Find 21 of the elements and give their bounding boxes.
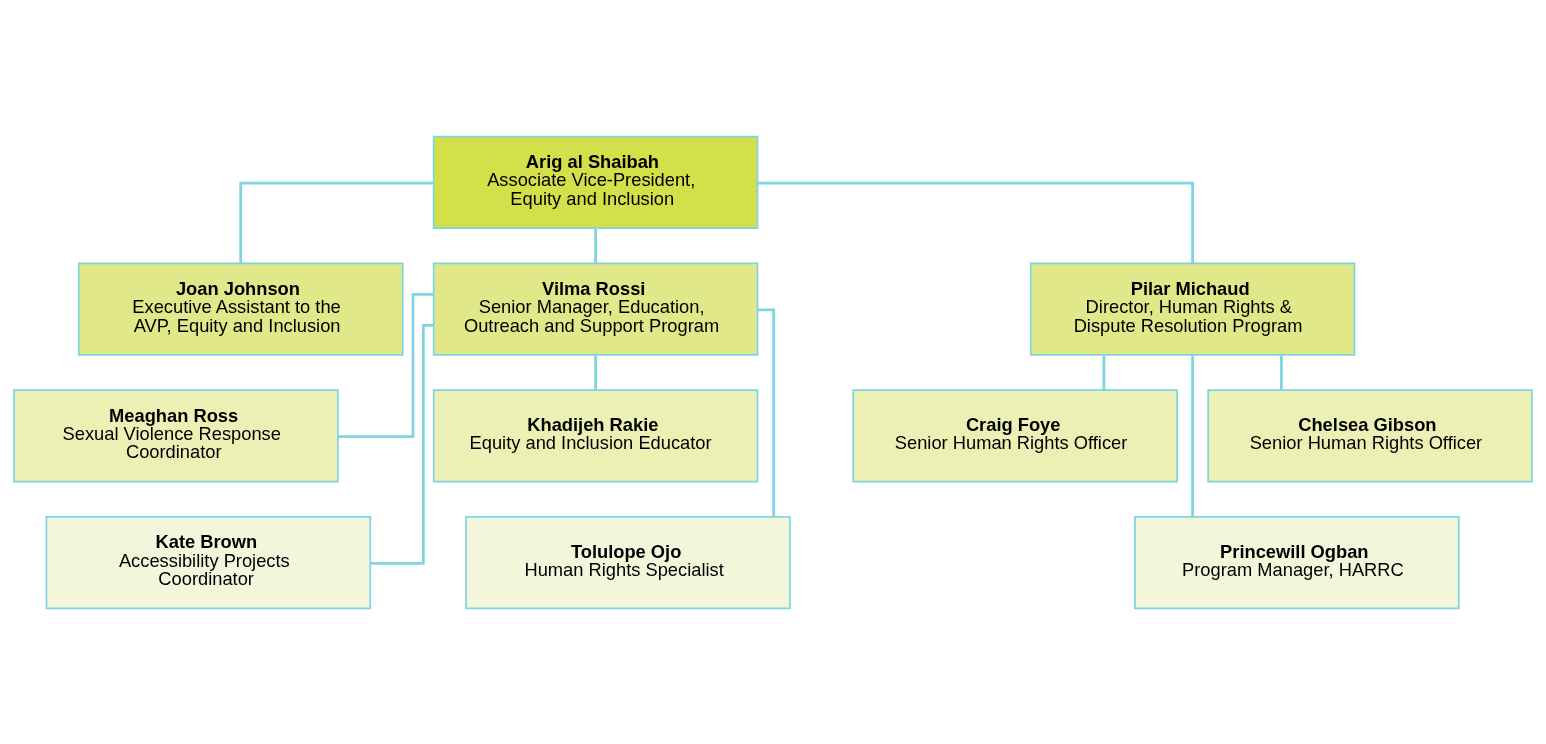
node-box: Pilar Michaud Director, Human Rights & Dispute Resolution Program bbox=[1029, 262, 1356, 356]
connector bbox=[594, 228, 597, 263]
connector bbox=[1279, 354, 1283, 390]
node-box: Princewill Ogban Program Manager, HARRC bbox=[1134, 515, 1460, 609]
connector bbox=[1102, 354, 1106, 390]
node-box: Meaghan Ross Sexual Violence Response Coordinator bbox=[13, 388, 339, 482]
node-box: Vilma Rossi Senior Manager, Education, Outreach and Support Program bbox=[432, 262, 759, 356]
node-box: Chelsea Gibson Senior Human Rights Officer bbox=[1207, 388, 1533, 482]
node-box: Kate Brown Accessibility Projects Coordinator bbox=[45, 515, 372, 609]
node-box: Craig Foye Senior Human Rights Officer bbox=[852, 388, 1178, 482]
node-box: Arig al Shaibah Associate Vice-President, Equity and Inclusion bbox=[432, 135, 759, 229]
connector bbox=[757, 181, 1195, 263]
connector bbox=[757, 307, 776, 517]
node-box: Joan Johnson Executive Assistant to the AVP, Equity and Inclusion bbox=[77, 262, 404, 356]
connector bbox=[1191, 354, 1195, 517]
connector bbox=[239, 181, 434, 263]
connector bbox=[338, 292, 434, 438]
connector bbox=[370, 323, 434, 565]
node-box: Khadijeh Rakie Equity and Inclusion Educator bbox=[432, 388, 759, 482]
connector bbox=[594, 354, 597, 390]
node-box: Tolulope Ojo Human Rights Specialist bbox=[465, 515, 791, 609]
